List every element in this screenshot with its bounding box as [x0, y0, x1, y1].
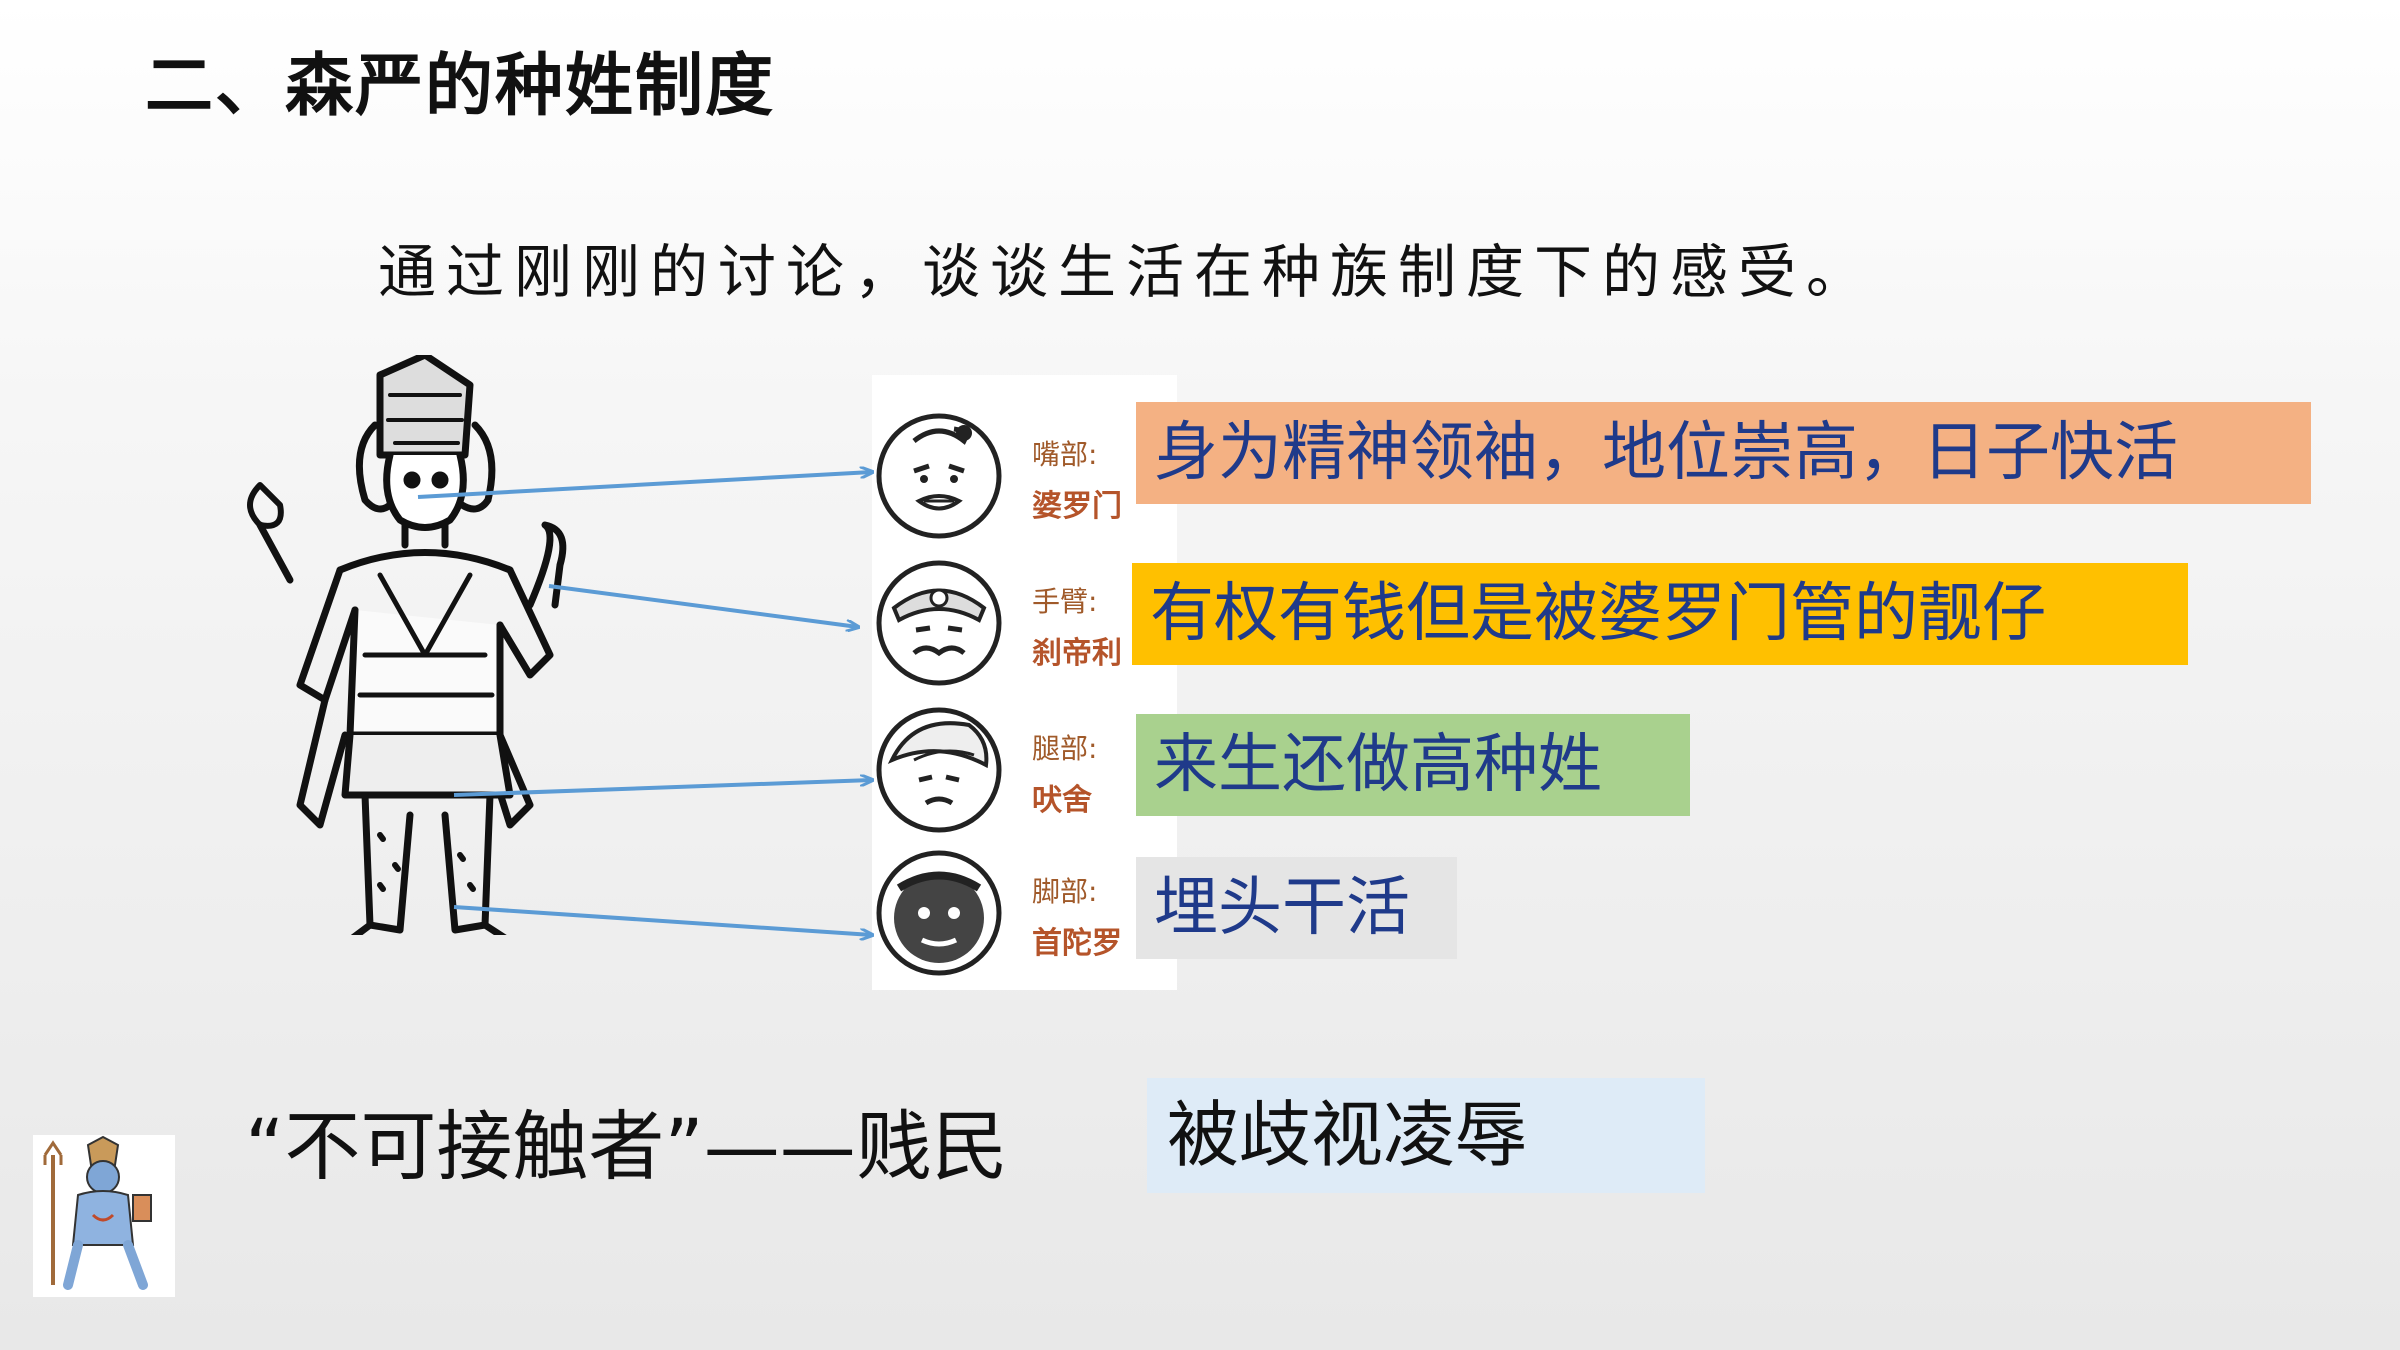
brahmin-description: 身为精神领袖，地位崇高，日子快活 [1136, 402, 2311, 504]
portrait-part-label: 嘴部: [1032, 438, 1098, 471]
caste-portrait-panel: 嘴部: 婆罗门 手臂: 刹帝利 腿部: 吠舍 [872, 375, 1177, 990]
untouchable-label: “不可接触者”——贱民 [245, 1102, 1008, 1191]
vaishya-description: 来生还做高种姓 [1136, 714, 1690, 816]
page-title: 二、森严的种姓制度 [145, 47, 776, 126]
portrait-part-label: 手臂: [1032, 585, 1098, 618]
portrait-part-label: 脚部: [1032, 875, 1098, 908]
arrow-arm [548, 584, 858, 627]
portrait-caste-label: 吠舍 [1032, 783, 1092, 818]
untouchable-description: 被歧视凌辱 [1147, 1078, 1705, 1193]
deity-cartoon-icon [43, 1135, 152, 1290]
portrait-caste-label: 刹帝利 [1032, 636, 1122, 671]
portrait-kshatriya: 手臂: 刹帝利 [872, 550, 1177, 695]
vaishya-face-icon [876, 707, 1002, 833]
portrait-brahmin: 嘴部: 婆罗门 [872, 403, 1177, 548]
portrait-caste-label: 婆罗门 [1032, 489, 1122, 524]
portrait-caste-label: 首陀罗 [1032, 926, 1122, 961]
deity-cartoon [33, 1135, 175, 1297]
deity-body-icon [247, 351, 567, 944]
shudra-face-icon [876, 850, 1002, 976]
brahmin-face-icon [876, 413, 1002, 539]
discussion-question: 通过刚刚的讨论，谈谈生活在种族制度下的感受。 [378, 238, 1875, 306]
kshatriya-description: 有权有钱但是被婆罗门管的靓仔 [1132, 563, 2188, 665]
kshatriya-face-icon [876, 560, 1002, 686]
portrait-shudra: 脚部: 首陀罗 [872, 840, 1177, 985]
portrait-part-label: 腿部: [1032, 732, 1098, 765]
portrait-vaishya: 腿部: 吠舍 [872, 697, 1177, 842]
shudra-description: 埋头干活 [1136, 857, 1457, 959]
deity-body-illustration [230, 351, 590, 944]
